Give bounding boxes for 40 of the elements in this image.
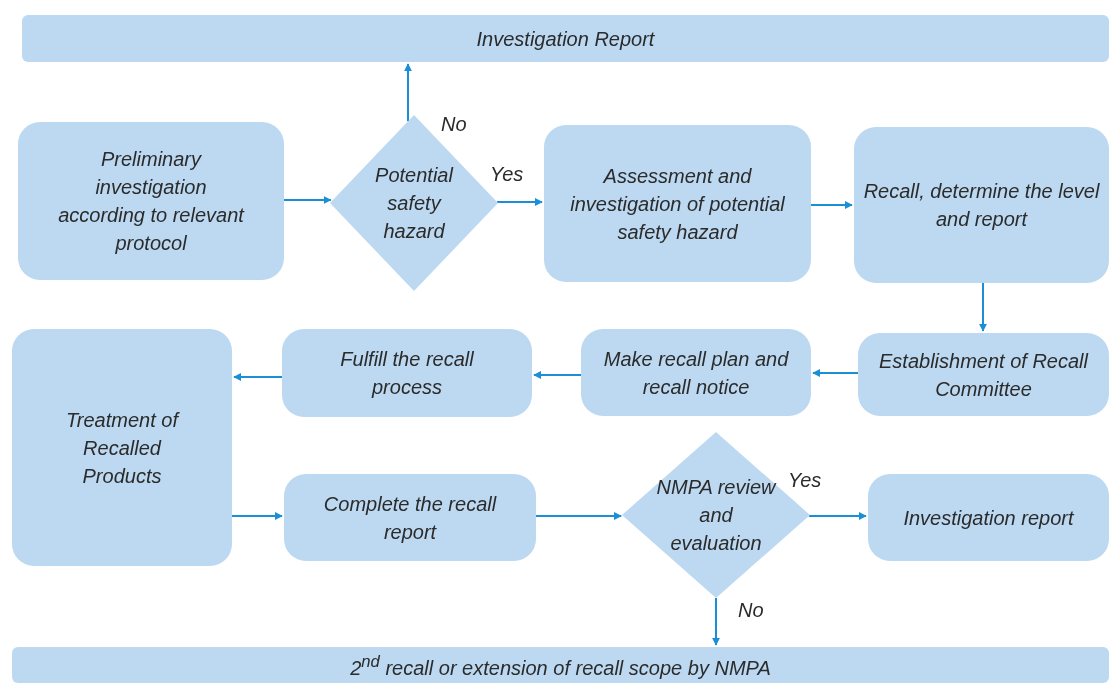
- process-box: [858, 333, 1109, 416]
- banner-box: [22, 15, 1109, 62]
- process-box: [12, 329, 232, 566]
- process-box: [854, 127, 1109, 283]
- arrow: [404, 63, 412, 123]
- process-box: [18, 122, 284, 280]
- node-text: Fulfill the recall process: [339, 347, 475, 400]
- edge-label: Yes: [788, 468, 822, 492]
- banner-box: [12, 647, 1109, 683]
- process-box: [544, 125, 811, 282]
- edge-label: No: [738, 598, 764, 622]
- process-box: [868, 474, 1109, 561]
- arrow: [807, 512, 867, 520]
- arrow: [535, 512, 623, 520]
- node-text: Investigation Report: [475, 26, 656, 52]
- node-text: Recall, determine the level and report: [862, 179, 1101, 232]
- arrow: [233, 373, 283, 381]
- node-text: Potential safety hazard: [374, 163, 455, 244]
- arrow: [810, 201, 853, 209]
- edge-label: Yes: [490, 162, 524, 186]
- arrow: [231, 512, 283, 520]
- node-text: Preliminary investigation according to relevant protocol: [57, 147, 246, 256]
- arrow: [979, 282, 987, 332]
- process-box: [581, 329, 811, 416]
- arrow: [496, 198, 543, 206]
- process-box: [282, 329, 532, 417]
- process-box: [284, 474, 536, 561]
- node-text: 2$^{nd}$ recall or extension of recall scope by NMPA: [349, 651, 772, 681]
- arrow: [712, 597, 720, 646]
- arrow: [283, 196, 332, 204]
- node-text: NMPA review and evaluation: [655, 475, 778, 556]
- arrow: [812, 369, 859, 377]
- node-text: Investigation report: [902, 505, 1075, 531]
- node-text: Treatment of Recalled Products: [65, 407, 181, 489]
- node-text: Make recall plan and recall notice: [602, 346, 790, 400]
- edge-label: No: [441, 112, 467, 136]
- arrow: [533, 371, 582, 379]
- node-text: Complete the recall report: [322, 491, 498, 545]
- node-text: Assessment and investigation of potential safety hazard: [569, 163, 786, 245]
- node-text: Establishment of Recall Committee: [878, 348, 1090, 402]
